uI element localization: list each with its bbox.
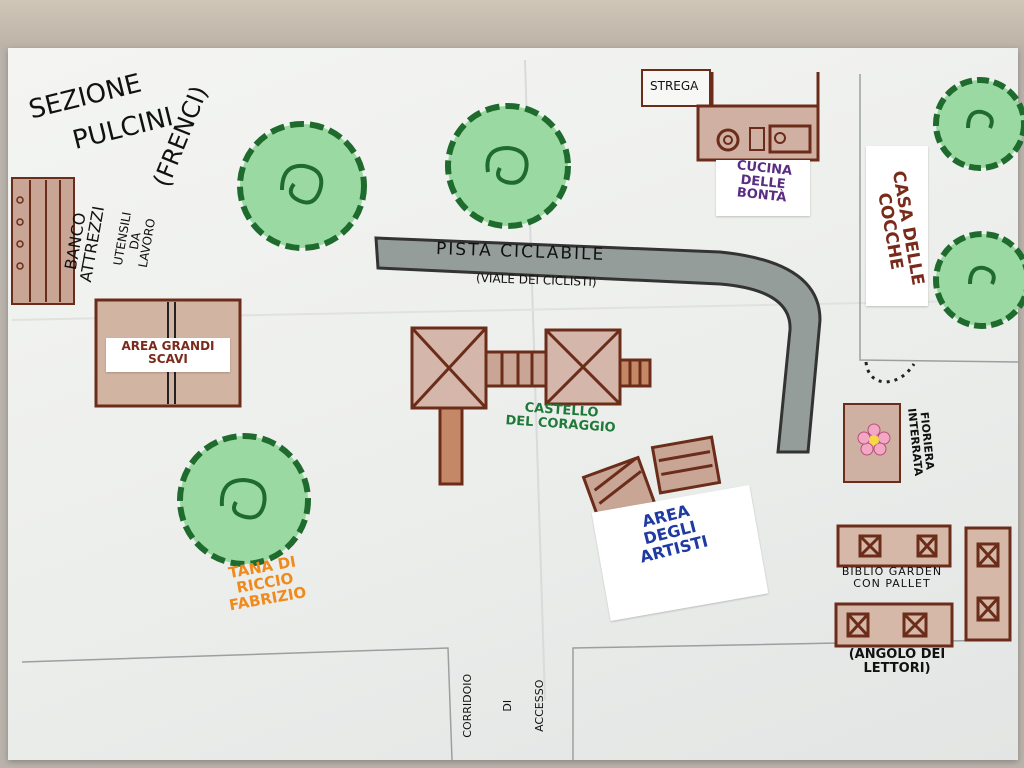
tree-top-center: [445, 103, 571, 229]
cucina-label-card: [716, 160, 810, 216]
pista-ciclabile-path: [374, 236, 822, 454]
scavi-label-card: [106, 338, 230, 372]
casa-label-card: [866, 146, 928, 306]
wall-background: [0, 0, 1024, 48]
castello-structure: [410, 326, 652, 486]
biblio-subtitle: (ANGOLO DEI LETTORI): [848, 647, 946, 676]
cucina-stove: [696, 72, 820, 162]
tree-right-middle: [933, 231, 1024, 329]
corridoio-word2: DI: [501, 699, 515, 712]
biblio-label: BIBLIO GARDEN CON PALLET: [841, 565, 943, 590]
tree-bottom-left: [177, 433, 311, 567]
banco-attrezzi-board: [11, 177, 75, 305]
strega-box: [641, 69, 711, 107]
casa-entrance: [864, 361, 916, 384]
casa-outline: [859, 74, 1019, 363]
fioriera-box: [843, 403, 901, 483]
scavi-label: AREA GRANDI SCAVI: [121, 339, 215, 366]
tree-right-top: [933, 77, 1024, 171]
biblio-pallets: [834, 524, 1012, 648]
corridoio-word3: ACCESSO: [533, 679, 547, 732]
strega-label: STREGA: [650, 79, 699, 93]
corridoio-word1: CORRIDOIO: [461, 673, 475, 738]
tree-top-left: [237, 121, 367, 251]
